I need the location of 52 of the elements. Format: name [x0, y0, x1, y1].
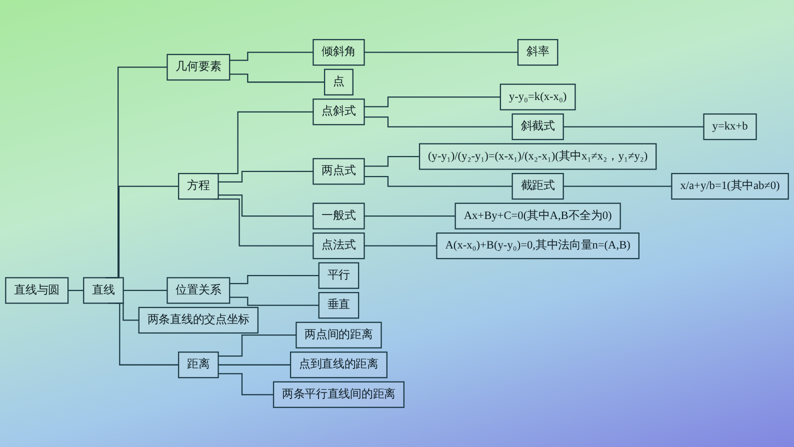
- connector: [364, 96, 500, 108]
- node-box: 两条直线的交点坐标: [138, 306, 259, 334]
- node-box: 斜率: [517, 39, 558, 66]
- node-box: 两条平行直线间的距离: [272, 381, 404, 408]
- node-box: 点斜式: [312, 98, 365, 126]
- connector: [108, 302, 179, 366]
- node-box: A(x-x₀)+B(y-y₀)=0,其中法向量n=(A,B): [436, 232, 640, 260]
- connector: [230, 74, 325, 83]
- connector: [230, 275, 319, 284]
- connector: [218, 334, 296, 357]
- connector: [563, 186, 672, 187]
- connector: [210, 111, 314, 174]
- connector: [563, 126, 704, 128]
- node-box: 垂直: [318, 292, 360, 319]
- node-box: 斜截式: [512, 113, 564, 140]
- connector: [218, 364, 291, 366]
- node-box: 方程: [178, 172, 219, 200]
- connector: [212, 198, 314, 246]
- node-box: 两点式: [312, 158, 365, 185]
- connector: [364, 156, 420, 167]
- node-box: y=kx+b: [703, 113, 757, 140]
- node-box: 倾斜角: [312, 39, 365, 66]
- connector: [364, 176, 512, 187]
- node-box: 直线: [83, 277, 124, 304]
- connector: [230, 296, 319, 306]
- node-box: x/a+y/b=1(其中ab≠0): [671, 172, 789, 200]
- connector: [105, 66, 168, 278]
- node-box: 直线与圆: [5, 277, 69, 304]
- connector: [123, 290, 168, 292]
- node-box: 距离: [178, 352, 219, 378]
- connector: [106, 186, 179, 278]
- connector: [218, 170, 314, 182]
- node-box: 点法式: [312, 232, 365, 260]
- connector: [364, 245, 437, 246]
- node-box: 截距式: [512, 172, 564, 200]
- node-box: 位置关系: [166, 277, 230, 304]
- node-box: y-y₀=k(x-x₀): [500, 84, 576, 110]
- connector: [218, 373, 274, 396]
- connector: [68, 290, 84, 292]
- connector: [364, 52, 518, 53]
- connector: [218, 194, 314, 217]
- node-box: 平行: [318, 262, 360, 289]
- connector: [364, 216, 456, 217]
- node-box: 两点间的距离: [296, 322, 382, 348]
- node-box: 点: [324, 68, 354, 96]
- node-box: 点到直线的距离: [290, 352, 388, 378]
- node-box: (y-y₁)/(y₂-y₁)=(x-x₁)/(x₂-x₁)(其中x₁≠x₂，y₁≠y₂): [418, 143, 657, 170]
- node-box: Ax+By+C=0(其中A,B不全为0): [454, 202, 621, 230]
- connector: [364, 116, 512, 128]
- node-box: 一般式: [312, 202, 365, 230]
- connector: [230, 52, 314, 61]
- node-box: 几何要素: [166, 54, 230, 81]
